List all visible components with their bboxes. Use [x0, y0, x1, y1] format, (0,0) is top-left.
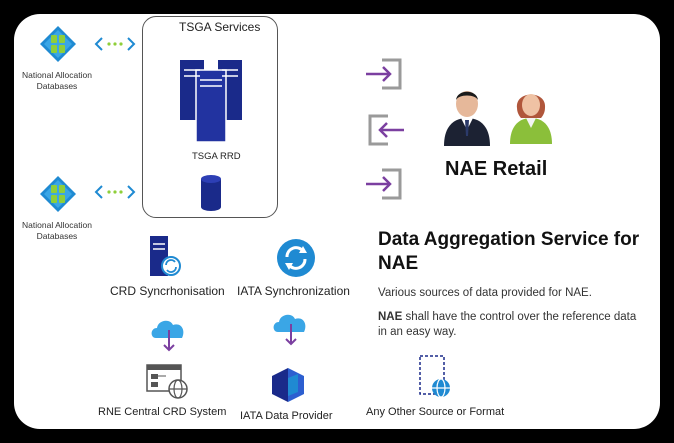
- info-title: Data Aggregation Service for NAE: [378, 229, 640, 274]
- iata-sync-label: IATA Synchronization: [237, 284, 350, 298]
- cloud-download-icon: [273, 314, 306, 346]
- info-line-2-rest: shall have the control over the referenc…: [378, 311, 637, 338]
- other-source-label: Any Other Source or Format: [366, 406, 505, 418]
- businessman-icon: [444, 91, 490, 146]
- server-label: TSGA RRD: [192, 151, 241, 162]
- network-system-icon: [146, 364, 188, 399]
- sync-circle-icon: [277, 239, 315, 277]
- import-arrow-icon: [366, 58, 402, 90]
- database-cluster-icon: [40, 176, 76, 212]
- document-globe-icon: [419, 355, 450, 398]
- nae-bold: NAE: [378, 311, 403, 323]
- services-title: TSGA Services: [179, 20, 261, 34]
- export-arrow-icon: [368, 114, 404, 146]
- iata-provider-label: IATA Data Provider: [240, 410, 333, 422]
- info-line-2: NAE shall have the control over the refe…: [378, 310, 648, 340]
- sync-arrow-icon: [94, 185, 136, 199]
- crd-sync-label: CRD Syncrhonisation: [110, 284, 225, 298]
- nae-retail-label: NAE Retail: [445, 158, 548, 180]
- import-arrow-icon: [366, 168, 402, 200]
- rne-system-label: RNE Central CRD System: [98, 406, 227, 418]
- info-line-1: Various sources of data provided for NAE…: [378, 287, 592, 299]
- database-icon: [201, 175, 221, 211]
- data-provider-icon: [272, 368, 304, 402]
- cloud-download-icon: [151, 320, 184, 352]
- sync-arrow-icon: [94, 37, 136, 51]
- businesswoman-icon: [510, 94, 552, 144]
- database-cluster-icon: [40, 26, 76, 62]
- crd-sync-server-icon: [150, 236, 181, 276]
- server-stack-icon: [180, 60, 242, 143]
